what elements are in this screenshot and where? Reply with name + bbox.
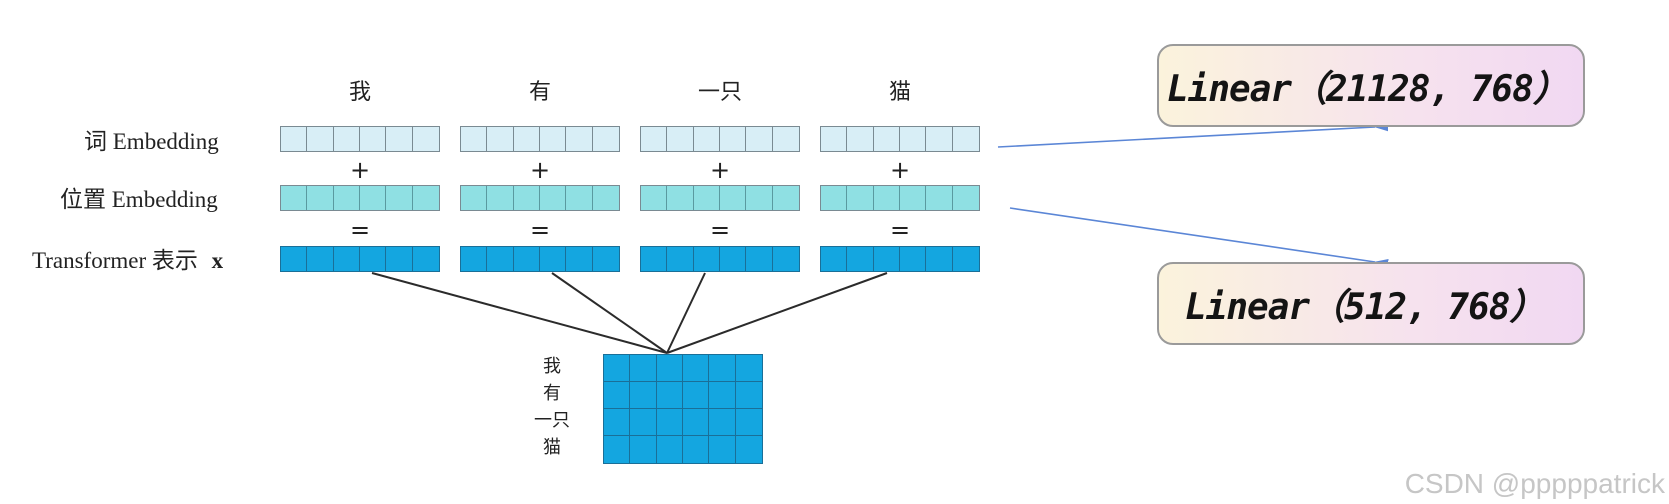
matrix-row-label-2: 有 bbox=[543, 383, 561, 404]
transformer-representation-label: Transformer 表示 x bbox=[32, 249, 223, 272]
word-embedding-label: 词 Embedding bbox=[84, 129, 219, 154]
equals-sign: = bbox=[349, 216, 371, 244]
word-embedding-vector bbox=[460, 126, 620, 152]
position-embedding-vector bbox=[640, 185, 800, 211]
token-label-1: 我 bbox=[348, 80, 371, 105]
transformer-representation-matrix bbox=[603, 354, 763, 464]
equals-sign: = bbox=[889, 216, 911, 244]
position-embedding-arrow bbox=[1009, 207, 1389, 269]
transformer-representation-vector bbox=[280, 246, 440, 272]
plus-sign: + bbox=[709, 156, 731, 184]
plus-sign: + bbox=[349, 156, 371, 184]
connector-line bbox=[666, 272, 888, 354]
plus-sign: + bbox=[529, 156, 551, 184]
matrix-row-label-1: 我 bbox=[543, 356, 561, 377]
position-embedding-vector bbox=[820, 185, 980, 211]
watermark: CSDN @pppppatrick bbox=[1404, 468, 1665, 499]
token-label-2: 有 bbox=[528, 80, 551, 105]
equals-sign: = bbox=[709, 216, 731, 244]
transformer-representation-vector bbox=[460, 246, 620, 272]
word-embedding-vector bbox=[640, 126, 800, 152]
connector-line bbox=[371, 272, 668, 354]
transformer-representation-vector bbox=[820, 246, 980, 272]
transformer-representation-vector bbox=[640, 246, 800, 272]
connector-line bbox=[551, 272, 668, 354]
plus-sign: + bbox=[889, 156, 911, 184]
equals-sign: = bbox=[529, 216, 551, 244]
word-embedding-arrow bbox=[997, 121, 1389, 148]
position-embedding-vector bbox=[280, 185, 440, 211]
position-embedding-vector bbox=[460, 185, 620, 211]
position-embedding-label: 位置 Embedding bbox=[60, 187, 218, 212]
matrix-row-label-4: 猫 bbox=[543, 437, 561, 458]
word-embedding-vector bbox=[280, 126, 440, 152]
transformer-label-text: Transformer 表示 bbox=[32, 248, 198, 273]
word-embedding-vector bbox=[820, 126, 980, 152]
token-label-3: 一只 bbox=[697, 80, 742, 105]
position-linear-annotation: Linear（512, 768） bbox=[1157, 262, 1585, 345]
matrix-row-label-3: 一只 bbox=[534, 410, 570, 431]
connector-line bbox=[666, 272, 706, 354]
token-label-4: 猫 bbox=[888, 80, 911, 105]
transformer-label-var: x bbox=[211, 248, 224, 273]
word-linear-annotation: Linear（21128, 768） bbox=[1157, 44, 1585, 127]
